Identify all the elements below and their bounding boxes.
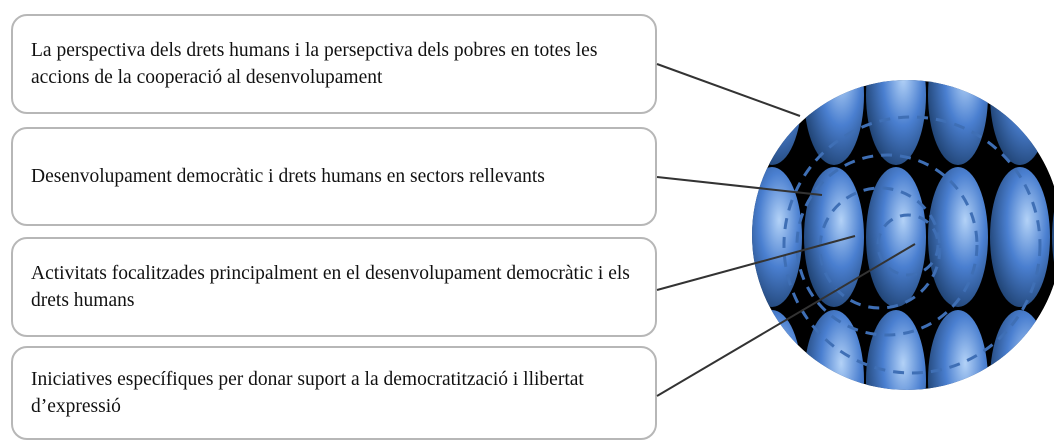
level-label-4: Iniciatives específiques per donar supor… (31, 369, 584, 417)
level-label-3: Activitats focalitzades principalment en… (31, 263, 630, 311)
blue-oval (990, 167, 1050, 307)
circle-background (752, 80, 1054, 390)
blue-oval (752, 80, 802, 165)
blue-oval (990, 80, 1050, 165)
blue-oval (866, 80, 926, 165)
connector-line-4 (656, 243, 916, 397)
level-label-1: La perspectiva dels drets humans i la pe… (31, 40, 598, 88)
dashed-ring-inner (818, 186, 942, 310)
connector-line-1 (656, 63, 801, 117)
blue-oval (928, 80, 988, 165)
blue-oval (990, 310, 1050, 390)
level-box-2: Desenvolupament democràtic i drets human… (11, 127, 657, 226)
blue-oval (866, 310, 926, 390)
level-box-3: Activitats focalitzades principalment en… (11, 237, 657, 337)
blue-oval (928, 167, 988, 307)
blue-oval (866, 167, 926, 307)
level-box-1: La perspectiva dels drets humans i la pe… (11, 14, 657, 114)
blue-oval (804, 310, 864, 390)
level-box-4: Iniciatives específiques per donar supor… (11, 346, 657, 440)
blue-oval-pattern (752, 80, 1054, 390)
dashed-ring-middle (795, 153, 979, 337)
blue-oval (752, 310, 802, 390)
blue-oval (928, 310, 988, 390)
connector-line-2 (656, 176, 823, 196)
dashed-ring-outer (782, 115, 1042, 375)
connector-line-3 (656, 235, 856, 291)
blue-oval (804, 80, 864, 165)
blue-oval (752, 167, 802, 307)
dashed-ring-core (876, 213, 940, 277)
level-label-2: Desenvolupament democràtic i drets human… (31, 166, 545, 187)
blue-oval (804, 167, 864, 307)
